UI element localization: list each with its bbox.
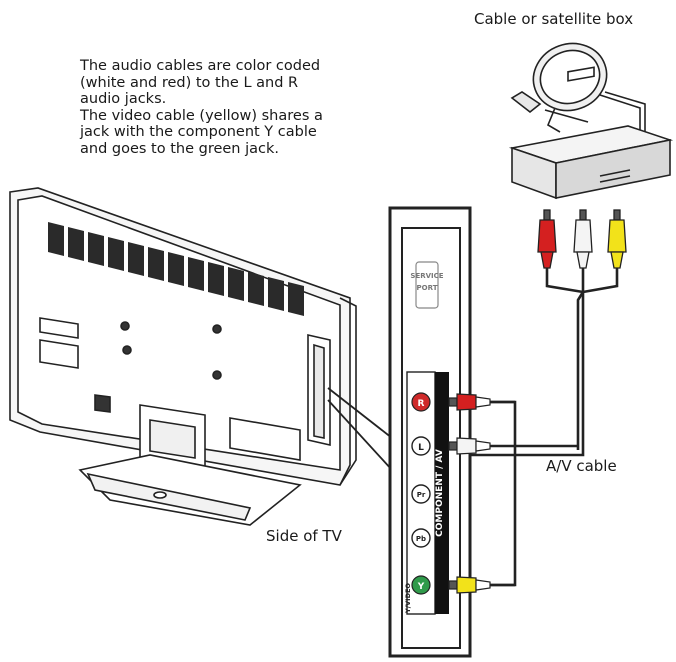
jack-y-label: Y: [417, 582, 425, 592]
component-av-label: COMPONENT / AV: [435, 449, 445, 537]
white-rca-plug: [448, 437, 491, 455]
jack-pb-label: Pb: [416, 535, 426, 543]
instruction-line: (white and red) to the L and R: [80, 74, 299, 91]
rca-plug-group-panel: [448, 393, 491, 594]
white-rca-plug: [573, 209, 593, 269]
instruction-line: The video cable (yellow) shares a: [80, 107, 323, 124]
av-cable-panel: [490, 400, 578, 587]
instructions-text: The audio cables are color coded (white …: [80, 58, 380, 157]
callout-lines: [327, 387, 393, 471]
jack-y: Y: [411, 575, 431, 595]
red-rca-plug: [448, 393, 491, 411]
tv-back-icon: [9, 187, 357, 526]
service-port-label: PORT: [417, 284, 438, 292]
side-panel-frame: SERVICE PORT COMPONENT / AV R L Pr: [388, 206, 472, 658]
yellow-rca-plug: [448, 576, 491, 594]
jack-r: R: [411, 392, 431, 412]
av-cable-label: A/V cable: [546, 457, 617, 475]
jack-pb: Pb: [411, 528, 431, 548]
jack-pr: Pr: [411, 484, 431, 504]
jack-pr-label: Pr: [417, 491, 426, 499]
tv-vent: [48, 222, 304, 316]
instruction-line: The audio cables are color coded: [80, 58, 321, 74]
y-video-label: Y/VIDEO: [404, 583, 412, 614]
rca-plug-group-box: [537, 209, 627, 269]
red-rca-plug: [537, 209, 557, 269]
cable-box-label: Cable or satellite box: [474, 10, 634, 28]
cable-box-icon: [508, 66, 674, 200]
av-cable: [466, 268, 619, 587]
jack-r-label: R: [418, 399, 425, 409]
service-port-label: SERVICE: [410, 272, 443, 280]
jack-l-label: L: [418, 443, 424, 453]
side-of-tv-label: Side of TV: [266, 527, 342, 545]
service-port: SERVICE PORT: [410, 261, 444, 309]
instruction-line: jack with the component Y cable: [80, 124, 317, 140]
jack-l: L: [411, 436, 431, 456]
yellow-rca-plug: [607, 209, 627, 269]
instruction-line: audio jacks.: [80, 91, 167, 107]
instruction-line: and goes to the green jack.: [80, 140, 279, 157]
